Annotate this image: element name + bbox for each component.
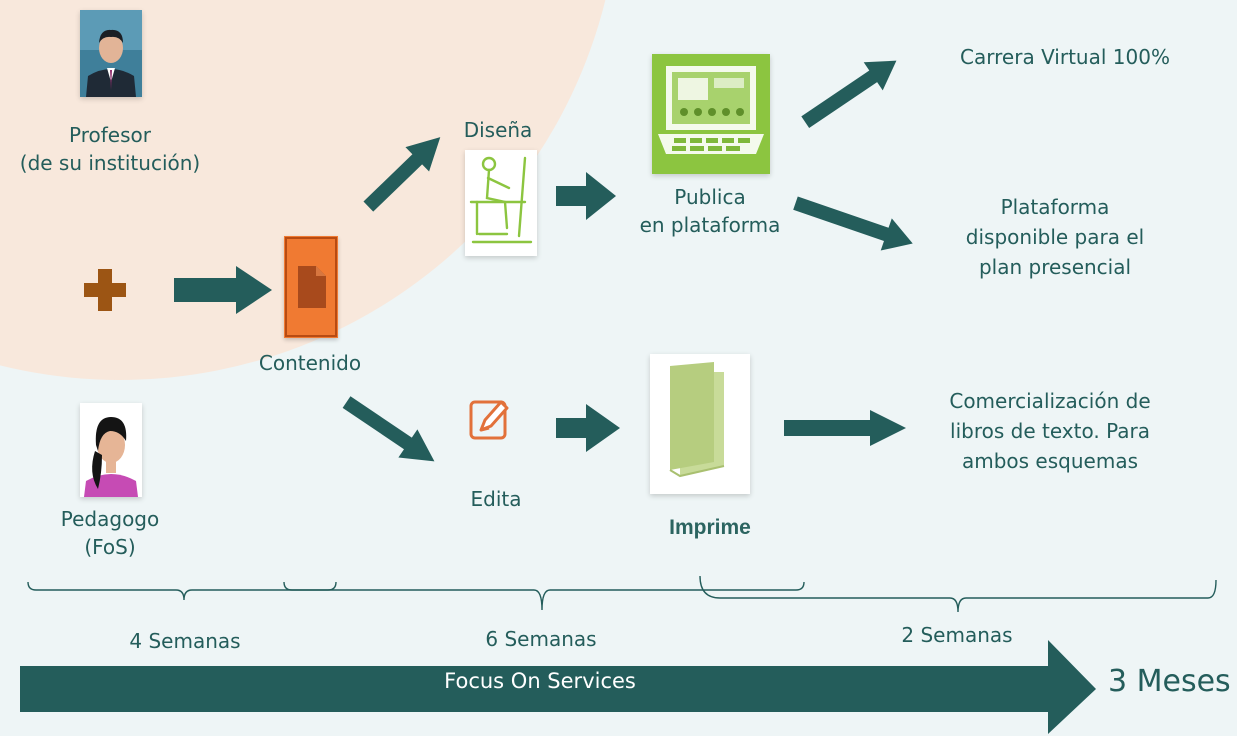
edit-pencil-icon xyxy=(469,400,509,440)
phase-2-semanas: 2 Semanas xyxy=(901,623,1013,647)
person-drawing-at-desk-icon xyxy=(469,156,533,244)
outcome-virtual: Carrera Virtual 100% xyxy=(960,45,1170,69)
contenido-label: Contenido xyxy=(258,351,362,375)
plus-icon xyxy=(84,269,126,311)
outcome-libros: Comercialización de libros de texto. Par… xyxy=(949,389,1151,473)
profesor-name: Profesor xyxy=(69,123,151,147)
disena-label: Diseña xyxy=(463,118,533,142)
contenido-card xyxy=(284,236,338,338)
edita-label: Edita xyxy=(470,487,522,511)
pedagogo-name: Pedagogo xyxy=(60,507,160,531)
edita-card xyxy=(465,394,513,444)
banner-text: Focus On Services xyxy=(444,669,636,693)
disena-card xyxy=(465,150,537,256)
pedagogo-detail: (FoS) xyxy=(84,535,136,559)
arrow-to-plataforma xyxy=(793,196,913,251)
publica-card xyxy=(652,54,770,174)
man-in-suit-avatar-icon xyxy=(80,10,142,97)
phase-4-semanas: 4 Semanas xyxy=(129,629,241,653)
document-icon xyxy=(285,237,337,337)
laptop-classroom-icon xyxy=(658,66,764,154)
profesor-avatar xyxy=(80,10,142,97)
phase-6-semanas: 6 Semanas xyxy=(485,627,597,651)
outcome-plataforma: Plataforma disponible para el plan prese… xyxy=(965,195,1145,279)
pedagogo-avatar xyxy=(80,403,142,497)
profesor-detail: (de su institución) xyxy=(19,151,201,175)
imprime-card xyxy=(650,354,750,494)
arrow-to-libros xyxy=(784,410,906,446)
publica-label-line1: Publica xyxy=(674,185,746,209)
woman-avatar-icon xyxy=(80,403,142,497)
total-duration: 3 Meses xyxy=(1108,664,1231,699)
arrow-to-imprime xyxy=(556,404,620,452)
background-circle xyxy=(0,0,606,380)
arrow-to-publica xyxy=(556,172,616,220)
imprime-label: Imprime xyxy=(669,516,751,539)
arrow-to-virtual xyxy=(801,60,897,128)
book-icon xyxy=(669,362,725,478)
timeline-banner xyxy=(20,640,1096,734)
arrow-to-edita xyxy=(342,396,435,462)
publica-label-line2: en plataforma xyxy=(639,213,781,237)
timeline-brackets xyxy=(27,575,1217,613)
arrow-to-disena xyxy=(363,137,441,212)
arrow-to-contenido xyxy=(174,266,272,314)
